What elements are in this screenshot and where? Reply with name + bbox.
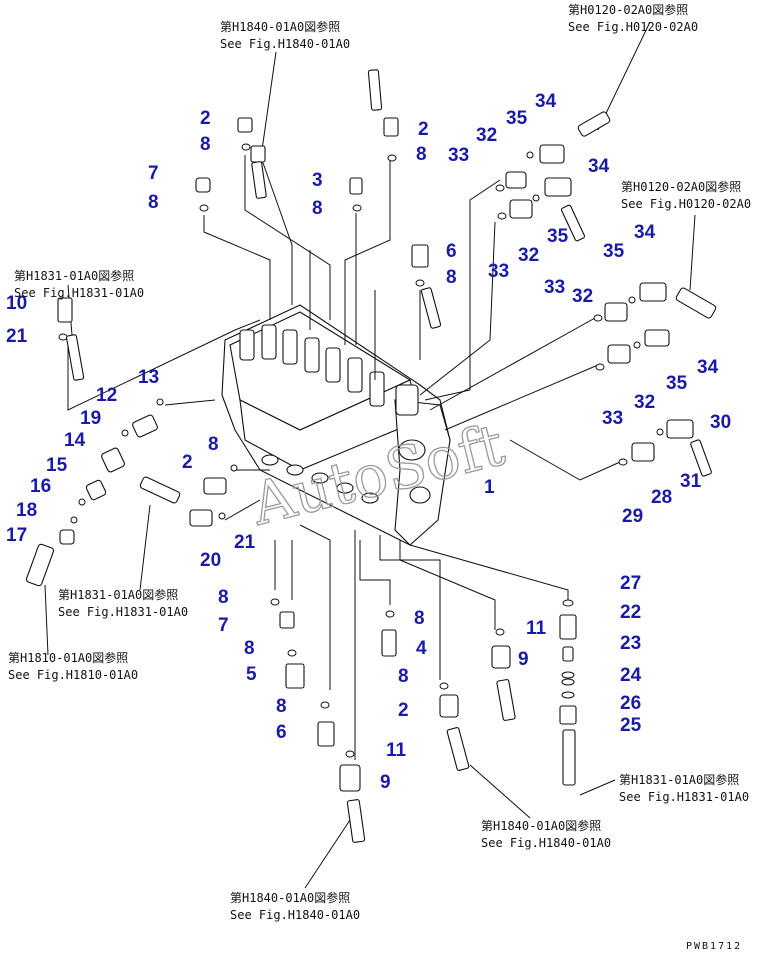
part-label: 27 xyxy=(620,573,641,594)
part-label: 12 xyxy=(96,385,117,406)
ref-r1-en: See Fig.H1840-01A0 xyxy=(220,37,350,51)
part-label: 2 xyxy=(182,452,193,473)
ref-r6-jp: 第H1810-01A0図参照 xyxy=(8,650,128,665)
ref-r5-jp: 第H1831-01A0図参照 xyxy=(58,587,178,602)
part-label: 21 xyxy=(234,532,256,553)
part-label: 34 xyxy=(588,156,610,177)
part-label: 32 xyxy=(476,125,497,146)
part-label: 29 xyxy=(622,506,643,527)
fittings xyxy=(25,69,717,843)
part-label: 9 xyxy=(518,649,529,670)
spool-caps xyxy=(239,324,419,416)
part-label: 8 xyxy=(148,192,159,213)
ref-r3-en: See Fig.H0120-02A0 xyxy=(621,197,751,211)
part-label: 8 xyxy=(276,696,287,717)
part-label: 8 xyxy=(414,608,425,629)
part-label: 4 xyxy=(416,638,427,659)
part-label: 9 xyxy=(380,772,391,793)
figure-references: 第H1840-01A0図参照 See Fig.H1840-01A0 第H0120… xyxy=(8,2,751,922)
ref-r4-jp: 第H1831-01A0図参照 xyxy=(14,268,134,283)
part-label: 7 xyxy=(218,615,229,636)
part-label: 8 xyxy=(218,587,229,608)
part-label: 25 xyxy=(620,715,642,736)
part-label: 35 xyxy=(506,108,528,129)
part-label: 33 xyxy=(602,408,623,429)
part-label: 1 xyxy=(484,477,495,498)
part-label: 32 xyxy=(634,392,655,413)
ref-r4-en: See Fig.H1831-01A0 xyxy=(14,286,144,300)
part-label: 8 xyxy=(200,134,211,155)
part-label: 33 xyxy=(448,145,469,166)
part-label: 35 xyxy=(666,373,688,394)
part-label: 34 xyxy=(697,357,719,378)
part-label: 20 xyxy=(200,550,221,571)
part-label: 32 xyxy=(572,286,593,307)
control-valve-body xyxy=(221,304,451,546)
part-label: 8 xyxy=(244,638,255,659)
part-label: 34 xyxy=(535,91,557,112)
ref-r5-en: See Fig.H1831-01A0 xyxy=(58,605,188,619)
part-label: 32 xyxy=(518,245,539,266)
part-label: 8 xyxy=(398,666,409,687)
part-label: 24 xyxy=(620,665,642,686)
part-label: 6 xyxy=(446,241,457,262)
drawing-code: PWB1712 xyxy=(686,941,742,952)
leader-lines xyxy=(44,21,696,889)
part-label: 33 xyxy=(488,261,509,282)
ref-r8-jp: 第H1840-01A0図参照 xyxy=(481,818,601,833)
part-label: 35 xyxy=(603,241,625,262)
part-label: 2 xyxy=(200,108,211,129)
part-label: 3 xyxy=(312,170,323,191)
ref-r9-jp: 第H1840-01A0図参照 xyxy=(230,890,350,905)
part-label: 13 xyxy=(138,367,159,388)
ref-r3-jp: 第H0120-02A0図参照 xyxy=(621,179,741,194)
part-label: 35 xyxy=(547,226,569,247)
part-label: 30 xyxy=(710,412,731,433)
part-label: 21 xyxy=(6,326,28,347)
part-label: 2 xyxy=(398,700,409,721)
ref-r2-jp: 第H0120-02A0図参照 xyxy=(568,2,688,17)
part-label: 11 xyxy=(386,740,407,761)
ref-r1-jp: 第H1840-01A0図参照 xyxy=(220,19,340,34)
ref-r6-en: See Fig.H1810-01A0 xyxy=(8,668,138,682)
part-label: 7 xyxy=(148,163,159,184)
part-label: 23 xyxy=(620,633,641,654)
part-label: 15 xyxy=(46,455,68,476)
part-label: 17 xyxy=(6,525,27,546)
part-label: 11 xyxy=(526,618,547,639)
part-label: 28 xyxy=(651,487,672,508)
part-label: 8 xyxy=(208,434,219,455)
part-label: 31 xyxy=(680,471,702,492)
part-label: 8 xyxy=(312,198,323,219)
part-label: 16 xyxy=(30,476,51,497)
ref-r2-en: See Fig.H0120-02A0 xyxy=(568,20,698,34)
part-label: 18 xyxy=(16,500,37,521)
ref-r7-en: See Fig.H1831-01A0 xyxy=(619,790,749,804)
part-label: 34 xyxy=(634,222,656,243)
part-label: 26 xyxy=(620,693,641,714)
part-label: 33 xyxy=(544,277,565,298)
part-label: 10 xyxy=(6,293,27,314)
part-label: 2 xyxy=(418,119,429,140)
ref-r7-jp: 第H1831-01A0図参照 xyxy=(619,772,739,787)
part-label: 6 xyxy=(276,722,287,743)
part-label: 8 xyxy=(446,267,457,288)
part-label: 22 xyxy=(620,602,641,623)
part-label: 14 xyxy=(64,430,86,451)
part-number-labels: 1 2 2 2 2 3 4 5 6 6 7 7 8 8 8 8 8 8 8 8 … xyxy=(6,91,731,793)
valve-ports xyxy=(261,439,431,504)
ref-r8-en: See Fig.H1840-01A0 xyxy=(481,836,611,850)
ref-r9-en: See Fig.H1840-01A0 xyxy=(230,908,360,922)
part-label: 8 xyxy=(416,144,427,165)
part-label: 19 xyxy=(80,408,101,429)
part-label: 5 xyxy=(246,664,257,685)
